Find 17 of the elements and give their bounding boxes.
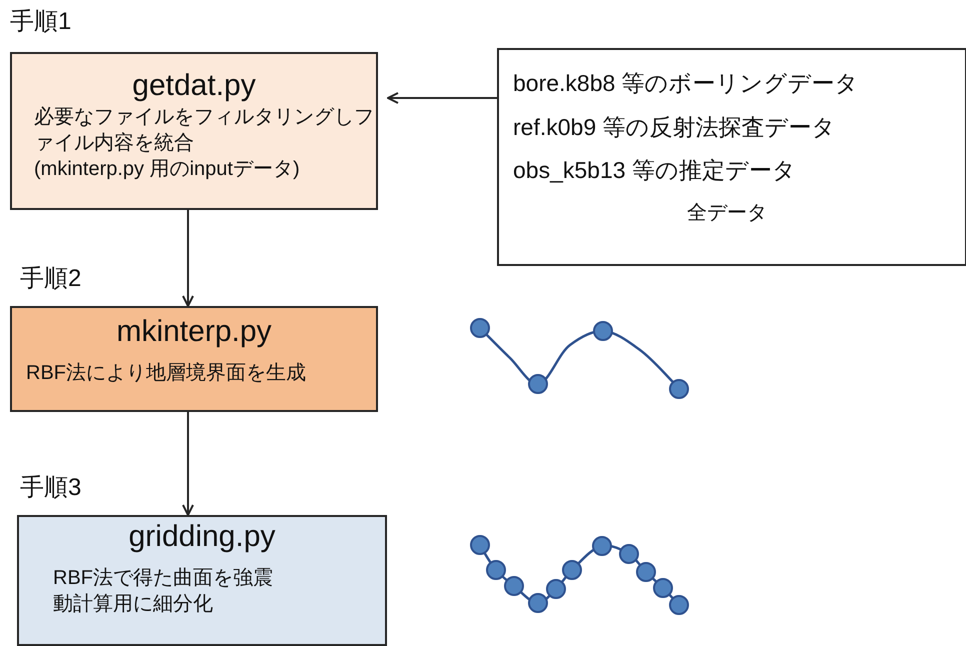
step-heading: 手順2 <box>20 265 82 294</box>
step-heading: 手順1 <box>10 8 72 37</box>
data-item: obs_k5b13 等の推定データ <box>513 157 797 185</box>
data-caption: 全データ <box>686 200 768 225</box>
script-name: getdat.py <box>131 68 257 104</box>
arrow <box>387 92 497 104</box>
script-name: gridding.py <box>128 519 276 555</box>
description: 必要なファイルをフィルタリングしファイル内容を統合 <box>34 105 375 156</box>
arrow <box>182 210 194 307</box>
arrow <box>182 412 194 516</box>
description: RBF法により地層境界面を生成 <box>26 361 307 386</box>
description: (mkinterp.py 用のinputデータ) <box>34 157 301 182</box>
script-name: mkinterp.py <box>115 314 273 350</box>
data-item: ref.k0b9 等の反射法探査データ <box>513 114 836 142</box>
description: RBF法で得た曲面を強震動計算用に細分化 <box>53 566 274 617</box>
data-item: bore.k8b8 等のボーリングデータ <box>513 70 860 98</box>
step-heading: 手順3 <box>20 474 82 503</box>
